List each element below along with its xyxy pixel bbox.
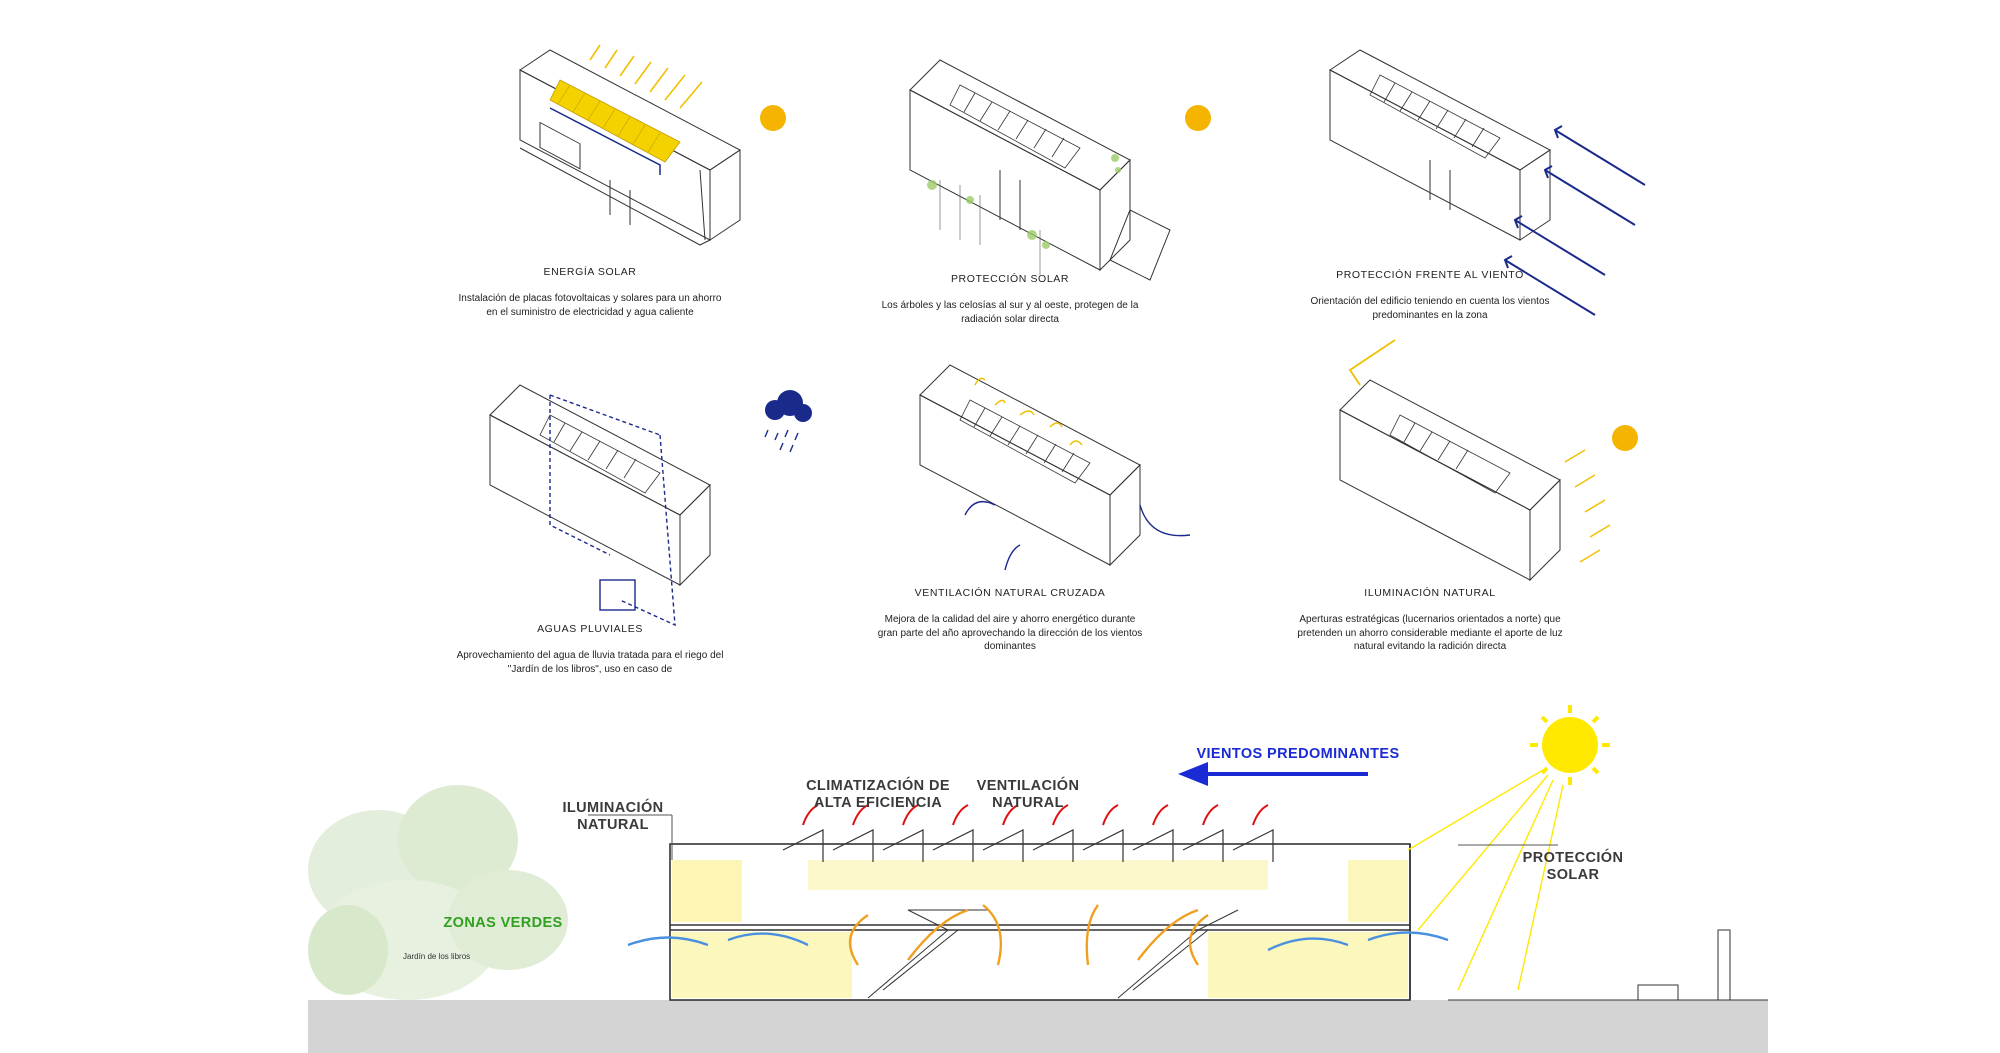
building-axonometric	[489, 384, 812, 627]
green-zone-trees	[308, 785, 568, 1000]
staircases	[867, 909, 1239, 999]
light-ray	[1348, 339, 1396, 386]
solar-panels	[1389, 414, 1511, 494]
rain-cloud-icon	[764, 390, 812, 453]
panel-iluminacion-natural: ILUMINACIÓN NATURAL Aperturas estratégic…	[1297, 339, 1660, 680]
building-axonometric	[1339, 339, 1638, 582]
building-section: ILUMINACIÓN NATURAL CLIMATIZACIÓN DE ALT…	[308, 700, 1768, 1053]
sun-icon	[1530, 705, 1610, 785]
label-leaders	[588, 814, 1558, 860]
panel-title: ILUMINACIÓN NATURAL	[1364, 587, 1496, 599]
panel-description: Orientación del edificio teniendo en cue…	[1310, 296, 1550, 321]
sun-icon	[1612, 425, 1638, 451]
panel-description: Aperturas estratégicas (lucernarios orie…	[1297, 614, 1563, 652]
building-axonometric	[1329, 49, 1646, 316]
building-axonometric	[519, 44, 786, 246]
trees	[939, 180, 1041, 275]
panel-proteccion-solar: PROTECCIÓN SOLAR Los árboles y las celos…	[880, 30, 1240, 340]
panel-aguas-pluviales: AGUAS PLUVIALES Aprovechamiento del agua…	[457, 355, 820, 685]
panel-title: VENTILACIÓN NATURAL CRUZADA	[914, 587, 1106, 599]
panel-description: Los árboles y las celosías al sur y al o…	[881, 300, 1139, 325]
rainwater-path	[549, 394, 676, 627]
label-proteccion-solar: PROTECCIÓN SOLAR	[1522, 850, 1624, 883]
site-context	[1448, 929, 1768, 1001]
panel-title: AGUAS PLUVIALES	[537, 623, 643, 635]
section-drawing	[308, 705, 1768, 1053]
water-tank	[599, 579, 636, 611]
sun-icon	[760, 105, 786, 131]
panel-title: ENERGÍA SOLAR	[543, 266, 637, 278]
wind-arrows-icon	[1503, 125, 1646, 316]
panel-energia-solar: ENERGÍA SOLAR Instalación de placas foto…	[459, 30, 800, 340]
sun-icon	[1185, 105, 1211, 131]
building-outline	[669, 843, 1411, 1001]
panel-description: Instalación de placas fotovoltaicas y so…	[458, 293, 722, 318]
panel-description: Mejora de la calidad del aire y ahorro e…	[877, 614, 1143, 652]
building-axonometric	[919, 364, 1191, 571]
panel-title: PROTECCIÓN SOLAR	[950, 273, 1070, 285]
panel-description: Aprovechamiento del agua de lluvia trata…	[456, 650, 724, 675]
solar-rays	[1407, 769, 1564, 991]
panel-proteccion-viento: PROTECCIÓN FRENTE AL VIENTO Orientación …	[1300, 30, 1660, 340]
cross-ventilation-arrows	[627, 931, 1449, 952]
label-zonas-verdes: ZONAS VERDES	[443, 915, 563, 931]
sun-rays	[589, 44, 703, 109]
skylights	[782, 829, 1274, 862]
panel-title: PROTECCIÓN FRENTE AL VIENTO	[1336, 269, 1524, 281]
building-axonometric	[909, 59, 1211, 281]
label-vientos-predominantes: VIENTOS PREDOMINANTES	[1196, 746, 1400, 762]
panel-ventilacion-cruzada: VENTILACIÓN NATURAL CRUZADA Mejora de la…	[878, 355, 1240, 685]
ground	[308, 1000, 1768, 1053]
label-climatizacion: CLIMATIZACIÓN DE ALTA EFICIENCIA	[806, 778, 950, 811]
label-iluminacion-natural: ILUMINACIÓN NATURAL	[562, 800, 664, 833]
solar-panels	[1369, 74, 1501, 159]
label-jardin-libros: Jardín de los libros	[403, 952, 471, 961]
sun-rays	[1564, 449, 1611, 563]
solar-panels	[949, 84, 1081, 169]
interior-airflow-arrows	[848, 904, 1209, 966]
label-ventilacion-natural: VENTILACIÓN NATURAL	[976, 778, 1080, 811]
warm-air-arrows	[974, 377, 1083, 446]
airflow-icon	[964, 501, 1191, 571]
solar-panels	[539, 414, 661, 494]
solar-panels	[549, 79, 681, 163]
wind-direction-arrow	[1178, 762, 1368, 786]
solar-panels	[959, 399, 1091, 484]
hot-air-arrows	[802, 804, 1269, 826]
